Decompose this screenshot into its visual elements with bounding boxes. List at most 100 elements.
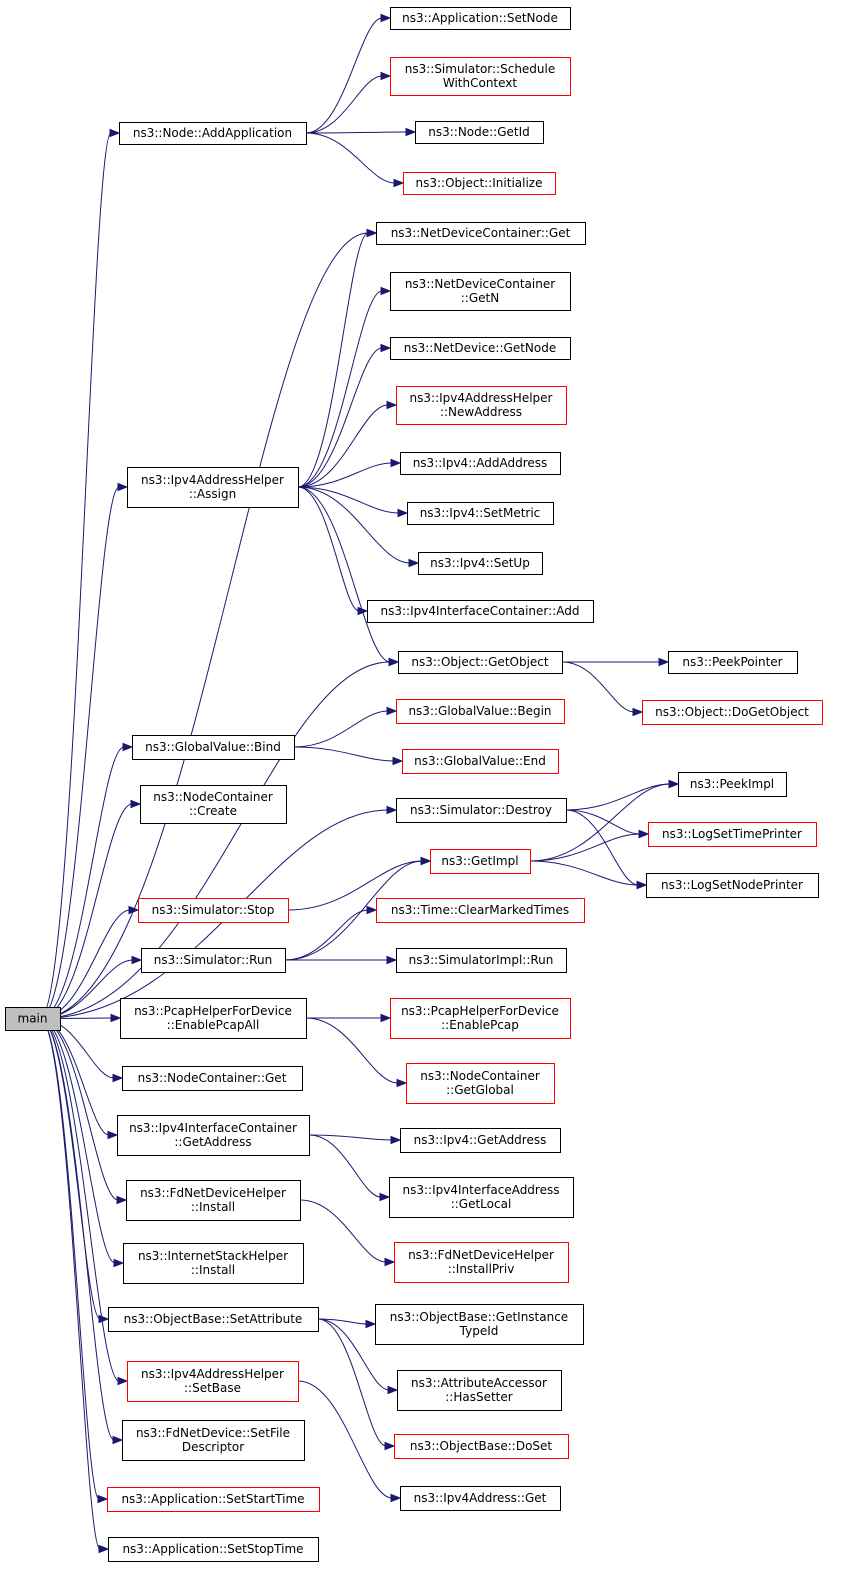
call-edge bbox=[284, 856, 432, 961]
node-label: ::EnablePcap bbox=[441, 1018, 519, 1032]
node-n-newaddr[interactable]: ns3::Ipv4AddressHelper::NewAddress bbox=[396, 386, 567, 425]
node-label: ns3::Ipv4InterfaceContainer bbox=[129, 1121, 297, 1135]
node-box bbox=[394, 1242, 569, 1283]
edge-arrowhead bbox=[408, 558, 420, 568]
node-n-nodegetid[interactable]: ns3::Node::GetId bbox=[415, 121, 544, 144]
node-n-simdestroy[interactable]: ns3::Simulator::Destroy bbox=[396, 798, 567, 823]
node-n-iicgetaddr[interactable]: ns3::Ipv4InterfaceContainer::GetAddress bbox=[117, 1115, 310, 1156]
node-label: ns3::NodeContainer bbox=[420, 1069, 540, 1083]
node-label: ns3::Time::ClearMarkedTimes bbox=[391, 903, 569, 917]
node-box bbox=[430, 849, 531, 874]
node-n-setmetric[interactable]: ns3::Ipv4::SetMetric bbox=[407, 502, 554, 525]
node-label: ns3::Ipv4AddressHelper bbox=[141, 473, 284, 487]
node-label: ::Install bbox=[191, 1263, 235, 1277]
node-n-setstart[interactable]: ns3::Application::SetStartTime bbox=[107, 1487, 320, 1512]
node-n-setstop[interactable]: ns3::Application::SetStopTime bbox=[108, 1537, 319, 1562]
node-n-ncget[interactable]: ns3::NodeContainer::Get bbox=[122, 1066, 303, 1091]
call-edge bbox=[305, 1017, 408, 1088]
edge-line bbox=[317, 1318, 387, 1447]
call-edge bbox=[529, 779, 680, 862]
node-n-gvend[interactable]: ns3::GlobalValue::End bbox=[402, 749, 559, 774]
node-n-getobject[interactable]: ns3::Object::GetObject bbox=[398, 651, 563, 674]
node-label: main bbox=[18, 1012, 48, 1026]
node-label: ns3::Object::GetObject bbox=[411, 655, 549, 669]
node-label: ns3::Ipv4::SetUp bbox=[430, 556, 530, 570]
node-n-pcapall[interactable]: ns3::PcapHelperForDevice::EnablePcapAll bbox=[120, 998, 307, 1039]
node-box bbox=[141, 948, 286, 973]
call-edge bbox=[39, 657, 400, 1019]
edge-arrowhead bbox=[668, 779, 680, 789]
node-n-logtime[interactable]: ns3::LogSetTimePrinter bbox=[648, 822, 817, 847]
node-n-setbase[interactable]: ns3::Ipv4AddressHelper::SetBase bbox=[127, 1361, 299, 1402]
node-n-fdinstallpriv[interactable]: ns3::FdNetDeviceHelper::InstallPriv bbox=[394, 1242, 569, 1283]
node-n-simrun[interactable]: ns3::Simulator::Run bbox=[141, 948, 286, 973]
call-edge bbox=[297, 486, 409, 518]
node-n-setup[interactable]: ns3::Ipv4::SetUp bbox=[418, 552, 543, 575]
node-label: ::GetAddress bbox=[174, 1135, 251, 1149]
call-edge bbox=[39, 1018, 119, 1140]
node-label: ns3::ObjectBase::DoSet bbox=[410, 1439, 553, 1453]
node-n-addaddr[interactable]: ns3::Ipv4::AddAddress bbox=[400, 452, 561, 475]
edge-arrowhead bbox=[392, 756, 404, 766]
node-label: ns3::LogSetTimePrinter bbox=[662, 827, 802, 841]
node-n-appsetnode[interactable]: ns3::Application::SetNode bbox=[390, 7, 571, 30]
node-n-objinit[interactable]: ns3::Object::Initialize bbox=[403, 172, 556, 195]
node-box bbox=[132, 735, 295, 760]
call-edge bbox=[297, 486, 400, 667]
node-n-dogetobj[interactable]: ns3::Object::DoGetObject bbox=[642, 700, 823, 725]
node-n-ncglobal[interactable]: ns3::NodeContainer::GetGlobal bbox=[406, 1063, 555, 1104]
node-n-fdinstall[interactable]: ns3::FdNetDeviceHelper::Install bbox=[126, 1180, 301, 1221]
node-n-gvbegin[interactable]: ns3::GlobalValue::Begin bbox=[396, 699, 565, 724]
node-n-clearmarked[interactable]: ns3::Time::ClearMarkedTimes bbox=[376, 898, 585, 923]
node-n-gvbind[interactable]: ns3::GlobalValue::Bind bbox=[132, 735, 295, 760]
node-box bbox=[678, 772, 787, 797]
edge-arrowhead bbox=[117, 1376, 129, 1386]
node-n-ipv4getaddr[interactable]: ns3::Ipv4::GetAddress bbox=[400, 1128, 561, 1153]
node-n-iicadd[interactable]: ns3::Ipv4InterfaceContainer::Add bbox=[367, 600, 594, 623]
node-n-pcap[interactable]: ns3::PcapHelperForDevice::EnablePcap bbox=[390, 998, 571, 1039]
node-n-ndgetnode[interactable]: ns3::NetDevice::GetNode bbox=[390, 337, 571, 360]
node-n-nccreate[interactable]: ns3::NodeContainer::Create bbox=[140, 785, 287, 824]
node-n-iiagetlocal[interactable]: ns3::Ipv4InterfaceAddress::GetLocal bbox=[389, 1177, 574, 1218]
node-n-assign[interactable]: ns3::Ipv4AddressHelper::Assign bbox=[127, 467, 299, 508]
node-n-addapp[interactable]: ns3::Node::AddApplication bbox=[119, 122, 307, 145]
node-label: ::HasSetter bbox=[445, 1390, 513, 1404]
node-box bbox=[400, 452, 561, 475]
node-box bbox=[396, 699, 565, 724]
call-edge bbox=[297, 286, 392, 488]
edge-line bbox=[305, 132, 396, 184]
node-n-hassetter[interactable]: ns3::AttributeAccessor::HasSetter bbox=[397, 1370, 562, 1411]
edge-line bbox=[565, 783, 671, 811]
call-edge bbox=[317, 1318, 377, 1329]
node-box bbox=[400, 1128, 561, 1153]
node-n-peekptr[interactable]: ns3::PeekPointer bbox=[668, 651, 798, 674]
node-n-obsetattr[interactable]: ns3::ObjectBase::SetAttribute bbox=[108, 1307, 319, 1332]
node-n-ipv4addrget[interactable]: ns3::Ipv4Address::Get bbox=[400, 1486, 561, 1511]
node-label: ns3::Simulator::Schedule bbox=[405, 62, 556, 76]
node-n-lognode[interactable]: ns3::LogSetNodePrinter bbox=[646, 873, 819, 898]
node-n-simstop[interactable]: ns3::Simulator::Stop bbox=[138, 898, 289, 923]
edge-arrowhead bbox=[393, 178, 405, 188]
edge-arrowhead bbox=[110, 1013, 122, 1023]
node-n-peekimpl[interactable]: ns3::PeekImpl bbox=[678, 772, 787, 797]
node-label: ns3::Simulator::Destroy bbox=[410, 803, 552, 817]
node-n-ndcget[interactable]: ns3::NetDeviceContainer::Get bbox=[376, 222, 586, 245]
node-main[interactable]: main bbox=[5, 1007, 61, 1031]
node-label: ::EnablePcapAll bbox=[167, 1018, 260, 1032]
edge-line bbox=[308, 1134, 393, 1141]
node-n-obdoset[interactable]: ns3::ObjectBase::DoSet bbox=[394, 1434, 569, 1459]
node-n-getimpl[interactable]: ns3::GetImpl bbox=[430, 849, 531, 874]
node-n-ishinstall[interactable]: ns3::InternetStackHelper::Install bbox=[123, 1243, 304, 1284]
node-box bbox=[397, 1370, 562, 1411]
node-n-ndcgetn[interactable]: ns3::NetDeviceContainer::GetN bbox=[390, 272, 571, 311]
node-label: ::Create bbox=[189, 804, 237, 818]
node-label: ns3::InternetStackHelper bbox=[138, 1249, 288, 1263]
node-label: ns3::PcapHelperForDevice bbox=[401, 1004, 559, 1018]
edge-arrowhead bbox=[98, 1314, 110, 1324]
call-edge bbox=[529, 860, 648, 890]
edge-arrowhead bbox=[384, 1441, 396, 1451]
node-n-simimplrun[interactable]: ns3::SimulatorImpl::Run bbox=[396, 948, 567, 973]
